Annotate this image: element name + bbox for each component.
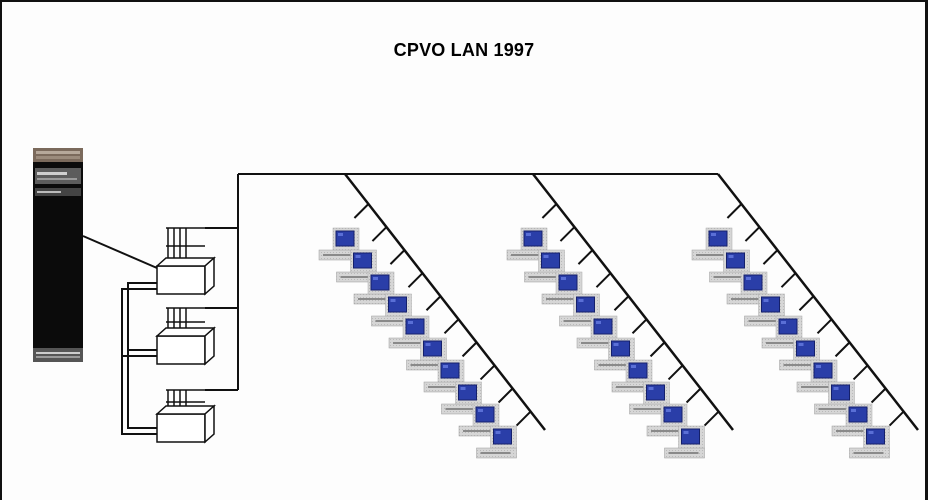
drop-line (407, 272, 424, 288)
desktop-computer-icon (423, 359, 465, 393)
drop-line (888, 410, 905, 427)
desktop-computer-icon (371, 293, 412, 327)
drop-line (559, 226, 576, 242)
drop-line (353, 203, 370, 219)
drop-line (816, 318, 833, 335)
drop-line (371, 226, 388, 242)
segment-bus-line (344, 173, 546, 431)
drop-line (577, 249, 594, 265)
drop-line (703, 410, 720, 427)
hub-chain-line (121, 288, 157, 435)
desktop-computer-icon (831, 403, 873, 437)
diagram-title: CPVO LAN 1997 (393, 40, 535, 60)
drop-line (613, 295, 630, 311)
server-tower-icon (33, 148, 83, 362)
drop-line (461, 341, 478, 358)
desktop-computer-icon (796, 359, 838, 393)
server-link-line (82, 235, 158, 269)
drop-line (870, 387, 887, 404)
drop-line (762, 249, 779, 265)
segment-bus-line (532, 173, 734, 431)
drop-line (479, 364, 496, 381)
network-hub-icon (155, 389, 216, 444)
drop-line (497, 387, 514, 404)
desktop-computer-icon (726, 271, 768, 305)
desktop-computer-icon (629, 381, 670, 415)
desktop-computer-icon (691, 227, 733, 261)
workstation-groups (318, 173, 919, 459)
desktop-computer-icon (576, 315, 618, 349)
desktop-computer-icon (441, 381, 482, 415)
segment-bus-line (717, 173, 919, 431)
desktop-computer-icon (458, 403, 500, 437)
network-cabling (82, 173, 718, 435)
desktop-computer-icon (761, 315, 803, 349)
workstation-group (318, 173, 546, 459)
workstation-group (506, 173, 734, 459)
drop-line (631, 318, 648, 335)
drop-line (541, 203, 558, 219)
desktop-computer-icon (664, 425, 705, 459)
desktop-computer-icon (849, 425, 890, 459)
drop-line (389, 249, 406, 265)
drop-line (798, 295, 815, 311)
drop-line (667, 364, 684, 381)
drop-line (649, 341, 666, 358)
desktop-computer-icon (779, 337, 820, 371)
desktop-computer-icon (709, 249, 750, 283)
desktop-computer-icon (336, 249, 377, 283)
drop-line (834, 341, 851, 358)
drop-line (852, 364, 869, 381)
desktop-computer-icon (318, 227, 360, 261)
desktop-computer-icon (559, 293, 600, 327)
desktop-computer-icon (353, 271, 395, 305)
desktop-computer-icon (406, 337, 447, 371)
drop-line (443, 318, 460, 335)
desktop-computer-icon (476, 425, 517, 459)
drop-line (595, 272, 612, 288)
desktop-computer-icon (611, 359, 653, 393)
network-hub-icon (155, 227, 216, 296)
drop-line (726, 203, 743, 219)
drop-line (515, 410, 532, 427)
desktop-computer-icon (506, 227, 548, 261)
network-hub-icon (155, 307, 216, 366)
desktop-computer-icon (594, 337, 635, 371)
drop-line (685, 387, 702, 404)
desktop-computer-icon (541, 271, 583, 305)
drop-line (780, 272, 797, 288)
workstation-group (691, 173, 919, 459)
drop-line (744, 226, 761, 242)
drop-line (425, 295, 442, 311)
